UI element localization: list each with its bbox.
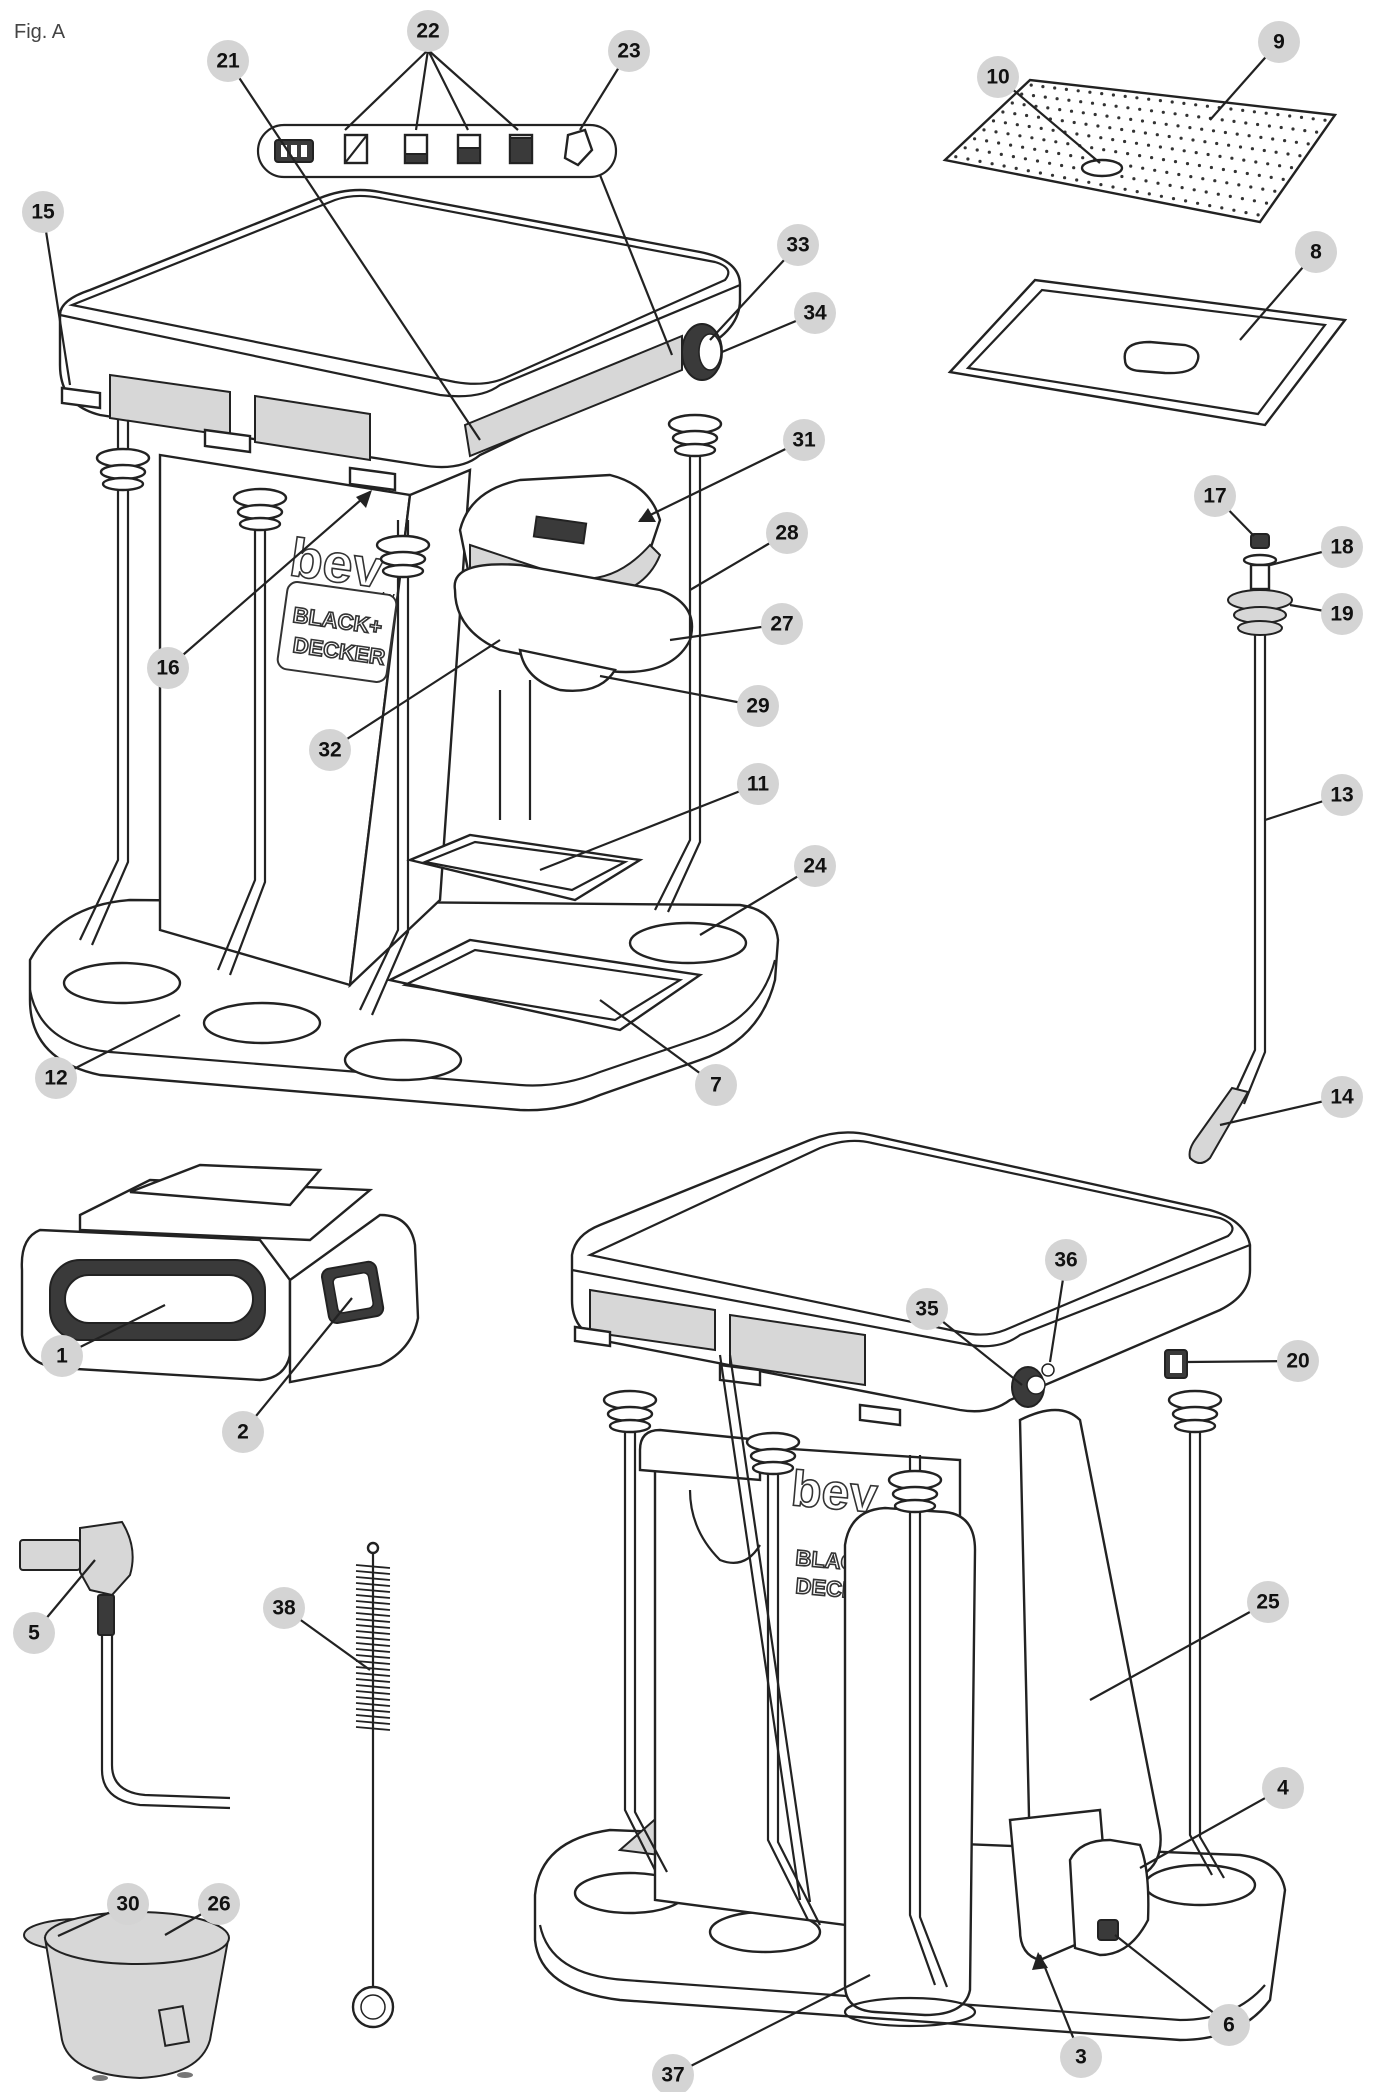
svg-text:18: 18 bbox=[1330, 536, 1354, 559]
callout-35: 35 bbox=[906, 1288, 948, 1330]
svg-text:30: 30 bbox=[116, 1893, 139, 1916]
callout-labels: 1234567891011121314151617181920212223242… bbox=[13, 10, 1363, 2092]
svg-text:27: 27 bbox=[770, 613, 793, 636]
svg-text:29: 29 bbox=[746, 695, 769, 718]
callout-25: 25 bbox=[1247, 1581, 1289, 1623]
svg-text:35: 35 bbox=[915, 1298, 939, 1321]
svg-text:21: 21 bbox=[216, 50, 240, 73]
callout-20: 20 bbox=[1277, 1340, 1319, 1382]
callout-4: 4 bbox=[1262, 1767, 1304, 1809]
callout-3: 3 bbox=[1060, 2036, 1102, 2078]
capsule-illustration bbox=[23, 1911, 230, 2081]
svg-text:16: 16 bbox=[156, 657, 179, 680]
svg-text:13: 13 bbox=[1330, 784, 1353, 807]
callout-15: 15 bbox=[22, 191, 64, 233]
callout-27: 27 bbox=[761, 603, 803, 645]
svg-text:8: 8 bbox=[1310, 241, 1322, 264]
callout-38: 38 bbox=[263, 1587, 305, 1629]
svg-text:31: 31 bbox=[792, 429, 816, 452]
svg-text:4: 4 bbox=[1277, 1777, 1289, 1800]
svg-text:14: 14 bbox=[1330, 1086, 1354, 1109]
callout-17: 17 bbox=[1194, 475, 1236, 517]
main-machine-illustration: bev by BLACK+ DECKER bbox=[28, 123, 780, 1112]
callout-36: 36 bbox=[1045, 1239, 1087, 1281]
svg-text:bev: bev bbox=[789, 1460, 880, 1523]
svg-text:12: 12 bbox=[44, 1067, 67, 1090]
callout-21: 21 bbox=[207, 40, 249, 82]
svg-text:3: 3 bbox=[1075, 2046, 1087, 2069]
svg-text:15: 15 bbox=[31, 201, 55, 224]
svg-text:25: 25 bbox=[1256, 1591, 1280, 1614]
callout-23: 23 bbox=[608, 30, 650, 72]
svg-text:36: 36 bbox=[1054, 1249, 1077, 1272]
cleaning-brush-illustration bbox=[351, 1541, 395, 2029]
svg-text:24: 24 bbox=[803, 855, 827, 878]
callout-18: 18 bbox=[1321, 526, 1363, 568]
rear-machine-illustration: bev BLACK+ DECKER bbox=[533, 1131, 1287, 2042]
callout-11: 11 bbox=[737, 763, 779, 805]
callout-31: 31 bbox=[783, 419, 825, 461]
callout-8: 8 bbox=[1295, 231, 1337, 273]
svg-text:1: 1 bbox=[56, 1345, 68, 1368]
callout-29: 29 bbox=[737, 685, 779, 727]
svg-text:33: 33 bbox=[786, 234, 809, 257]
svg-text:28: 28 bbox=[775, 522, 799, 545]
callout-2: 2 bbox=[222, 1411, 264, 1453]
callout-13: 13 bbox=[1321, 774, 1363, 816]
svg-text:9: 9 bbox=[1273, 31, 1285, 54]
svg-text:26: 26 bbox=[207, 1893, 230, 1916]
tray-and-lid-illustration bbox=[942, 78, 1348, 427]
svg-text:19: 19 bbox=[1330, 603, 1353, 626]
callout-30: 30 bbox=[107, 1883, 149, 1925]
callout-16: 16 bbox=[147, 647, 189, 689]
callout-22: 22 bbox=[407, 10, 449, 52]
callout-1: 1 bbox=[41, 1335, 83, 1377]
svg-text:32: 32 bbox=[318, 739, 341, 762]
callout-10: 10 bbox=[977, 56, 1019, 98]
callout-9: 9 bbox=[1258, 21, 1300, 63]
svg-text:22: 22 bbox=[416, 20, 439, 43]
callout-28: 28 bbox=[766, 512, 808, 554]
callout-33: 33 bbox=[777, 224, 819, 266]
callout-5: 5 bbox=[13, 1612, 55, 1654]
callout-6: 6 bbox=[1208, 2004, 1250, 2046]
svg-text:23: 23 bbox=[617, 40, 640, 63]
svg-text:34: 34 bbox=[803, 302, 827, 325]
svg-text:7: 7 bbox=[710, 1074, 722, 1097]
callout-19: 19 bbox=[1321, 593, 1363, 635]
svg-text:11: 11 bbox=[747, 773, 770, 796]
callout-26: 26 bbox=[198, 1883, 240, 1925]
callout-32: 32 bbox=[309, 729, 351, 771]
leader-lines bbox=[33, 41, 1343, 2076]
svg-text:2: 2 bbox=[237, 1421, 249, 1444]
svg-text:37: 37 bbox=[661, 2064, 684, 2087]
svg-text:5: 5 bbox=[28, 1622, 40, 1645]
power-cord-illustration bbox=[19, 1520, 231, 1810]
callout-7: 7 bbox=[695, 1064, 737, 1106]
callout-12: 12 bbox=[35, 1057, 77, 1099]
svg-text:6: 6 bbox=[1223, 2014, 1235, 2037]
svg-text:17: 17 bbox=[1203, 485, 1226, 508]
callout-24: 24 bbox=[794, 845, 836, 887]
callout-14: 14 bbox=[1321, 1076, 1363, 1118]
battery-illustration bbox=[20, 1163, 420, 1384]
figure-label: Fig. A bbox=[14, 21, 66, 43]
svg-text:10: 10 bbox=[986, 66, 1009, 89]
callout-37: 37 bbox=[652, 2054, 694, 2092]
callout-34: 34 bbox=[794, 292, 836, 334]
svg-text:20: 20 bbox=[1286, 1350, 1309, 1373]
bottle-tube-illustration bbox=[1188, 533, 1293, 1164]
svg-text:38: 38 bbox=[272, 1597, 296, 1620]
